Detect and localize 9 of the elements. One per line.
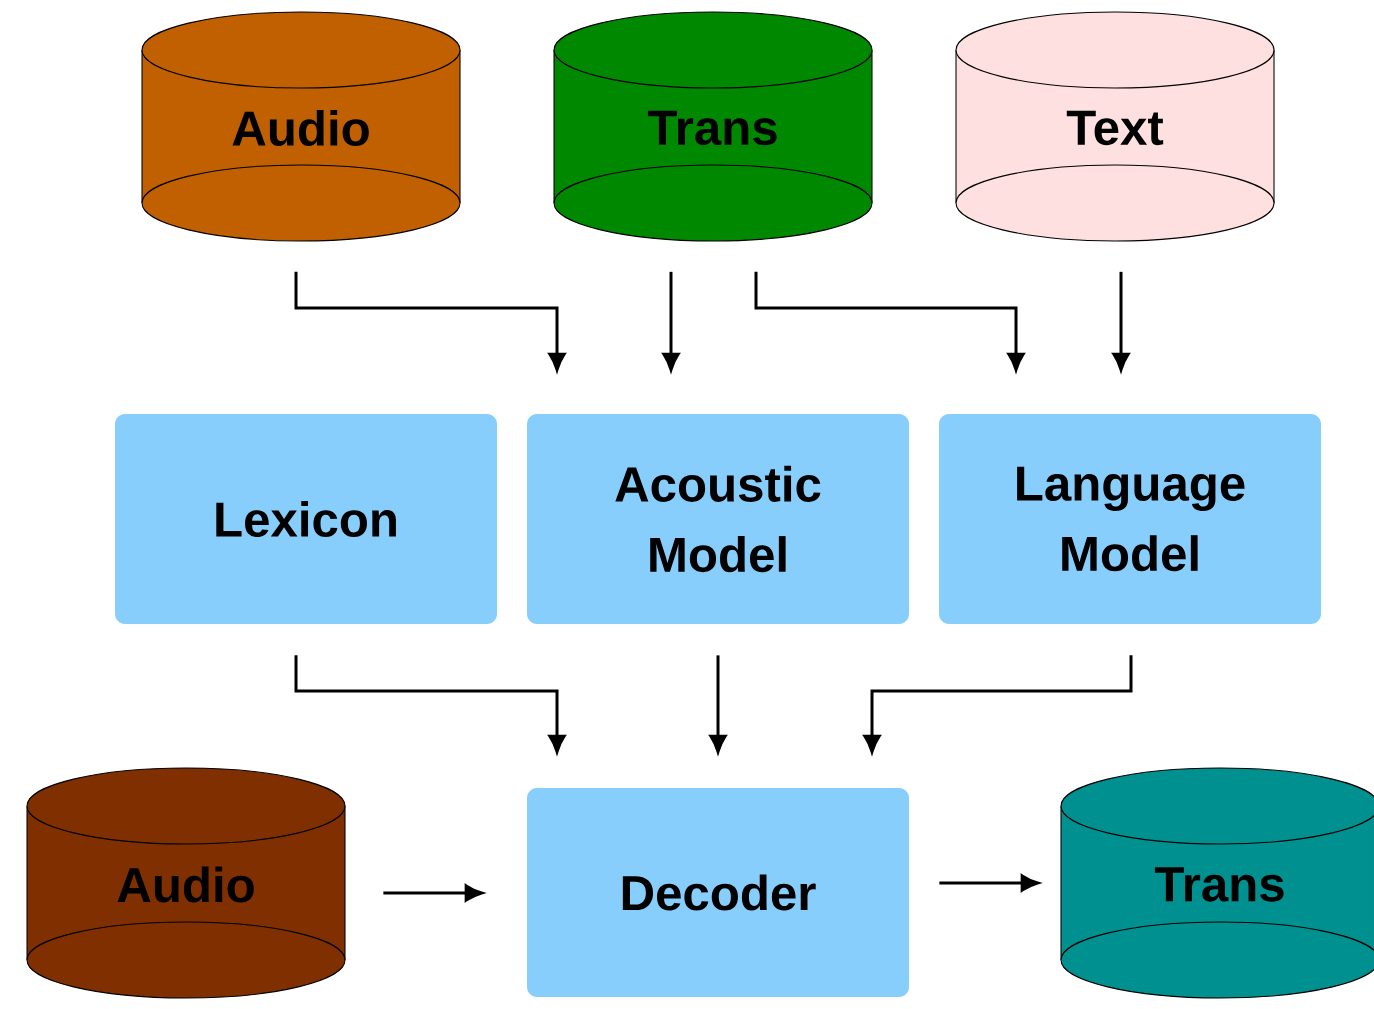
process-box: Decoder [527, 788, 909, 997]
process-box: Acoustic Model [527, 414, 909, 624]
storage-cylinder: Audio [141, 11, 461, 242]
process-box: Lexicon [115, 414, 497, 624]
storage-cylinder: Trans [553, 11, 873, 242]
storage-cylinder: Trans [1060, 767, 1374, 999]
storage-cylinder: Audio [26, 767, 346, 999]
storage-cylinder: Text [955, 11, 1275, 242]
process-box: Language Model [939, 414, 1321, 624]
